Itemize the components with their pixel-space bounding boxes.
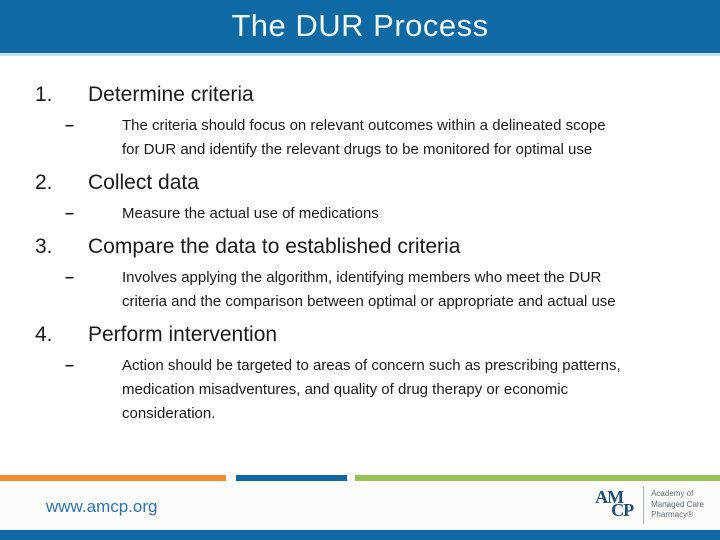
org-name-line: Pharmacy® (651, 510, 693, 520)
bullet-dash: – (65, 205, 74, 222)
bullet-text: Measure the actual use of medications (122, 205, 379, 222)
item-bullet-row: – Measure the actual use of medications (0, 202, 720, 226)
item-number: 4. (35, 323, 53, 346)
bullet-text: The criteria should focus on relevant ou… (122, 117, 606, 158)
accent-bar-blue (236, 475, 347, 481)
item-heading: Perform intervention (88, 323, 278, 346)
bullet-dash: – (65, 357, 74, 374)
list-item-1: 1. Determine criteria – The criteria sho… (0, 82, 720, 162)
bullet-text: Action should be targeted to areas of co… (122, 357, 621, 422)
amcp-monogram: AM CP (593, 486, 641, 524)
item-heading-row: 4. Perform intervention (0, 322, 720, 348)
accent-bar-green (355, 475, 720, 481)
bullet-dash: – (65, 117, 74, 134)
amcp-logo: AM CP Academy of Managed Care Pharmacy® (593, 486, 704, 524)
item-bullet-row: – The criteria should focus on relevant … (0, 114, 720, 162)
org-name-line: Academy of (651, 489, 694, 499)
accent-bar-orange (0, 475, 226, 481)
list-item-2: 2. Collect data – Measure the actual use… (0, 170, 720, 226)
list-item-4: 4. Perform intervention – Action should … (0, 322, 720, 426)
item-number: 1. (35, 83, 53, 106)
bottom-bar (0, 530, 720, 540)
item-heading: Compare the data to established criteria (88, 235, 461, 258)
item-heading-row: 2. Collect data (0, 170, 720, 196)
item-heading: Determine criteria (88, 83, 254, 106)
page-title: The DUR Process (231, 8, 489, 43)
item-heading-row: 1. Determine criteria (0, 82, 720, 108)
item-bullet-row: – Action should be targeted to areas of … (0, 354, 720, 426)
website-link[interactable]: www.amcp.org (46, 497, 158, 516)
bullet-text: Involves applying the algorithm, identif… (122, 269, 616, 310)
org-name-line: Managed Care (651, 499, 704, 509)
footer: www.amcp.org AM CP Academy of Managed Ca… (0, 481, 720, 530)
bullet-dash: – (65, 269, 74, 286)
list-item-3: 3. Compare the data to established crite… (0, 234, 720, 314)
item-bullet-row: – Involves applying the algorithm, ident… (0, 266, 720, 314)
header-bar: The DUR Process (0, 0, 720, 56)
monogram-am: AM (595, 487, 624, 507)
logo-divider (643, 486, 645, 524)
footer-accent-bars (0, 475, 720, 481)
item-number: 2. (35, 171, 53, 194)
item-heading-row: 3. Compare the data to established crite… (0, 234, 720, 260)
item-heading: Collect data (88, 171, 199, 194)
logo-org-name: Academy of Managed Care Pharmacy® (651, 489, 704, 521)
numbered-list: 1. Determine criteria – The criteria sho… (0, 82, 720, 434)
monogram-cp: CP (611, 500, 634, 520)
item-number: 3. (35, 235, 53, 258)
